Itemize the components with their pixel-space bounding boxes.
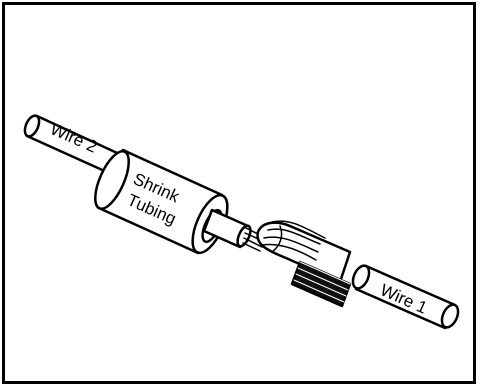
shrink-tubing (88, 147, 234, 258)
